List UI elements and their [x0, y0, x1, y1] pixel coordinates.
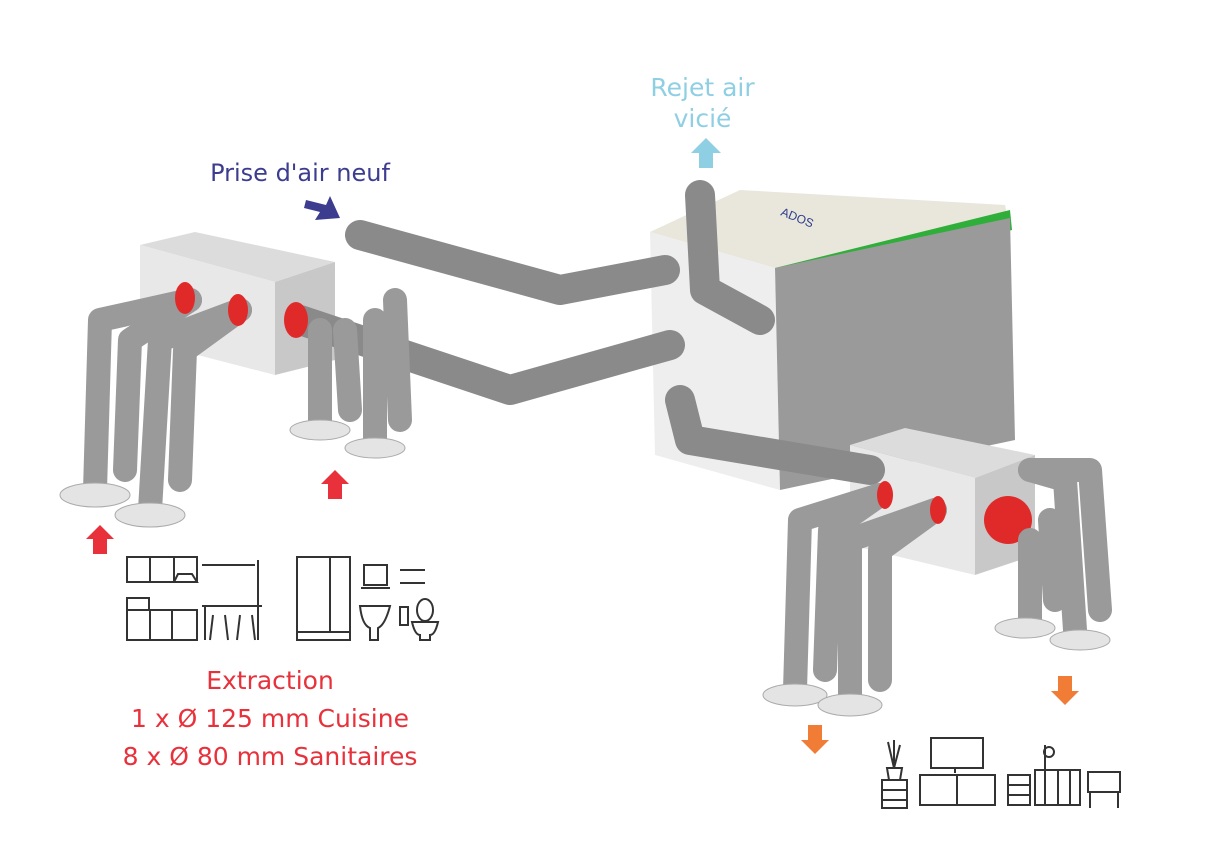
- exhaust-air-label-line2: vicié: [673, 104, 732, 134]
- extraction-arrow-icon: [321, 470, 349, 499]
- ducts: [83, 180, 1112, 712]
- duct-collar: [984, 496, 1032, 544]
- bathroom-icon: [296, 556, 440, 641]
- extraction-title: Extraction: [206, 666, 334, 695]
- kitchen-icon: [126, 556, 262, 641]
- bedroom-icon: [1007, 745, 1121, 808]
- living-room-icon: [881, 737, 996, 809]
- extraction-arrow-icon: [86, 525, 114, 554]
- extraction-kitchen: 1 x Ø 125 mm Cuisine: [131, 704, 409, 733]
- exhaust-air-label-line1: Rejet air: [650, 73, 755, 102]
- extraction-label: Extraction 1 x Ø 125 mm Cuisine 8 x Ø 80…: [100, 662, 440, 776]
- supply-arrow-icon: [801, 725, 829, 754]
- fresh-air-arrow-icon: [304, 196, 340, 220]
- supply-arrow-icon: [1051, 676, 1079, 705]
- fresh-air-label: Prise d'air neuf: [210, 159, 390, 187]
- exhaust-arrow-icon: [691, 138, 721, 168]
- duct-collars: [175, 282, 946, 524]
- extraction-sanitary: 8 x Ø 80 mm Sanitaires: [122, 742, 418, 771]
- exhaust-air-label: Rejet air vicié: [640, 72, 765, 135]
- air-terminals: [59, 419, 1111, 717]
